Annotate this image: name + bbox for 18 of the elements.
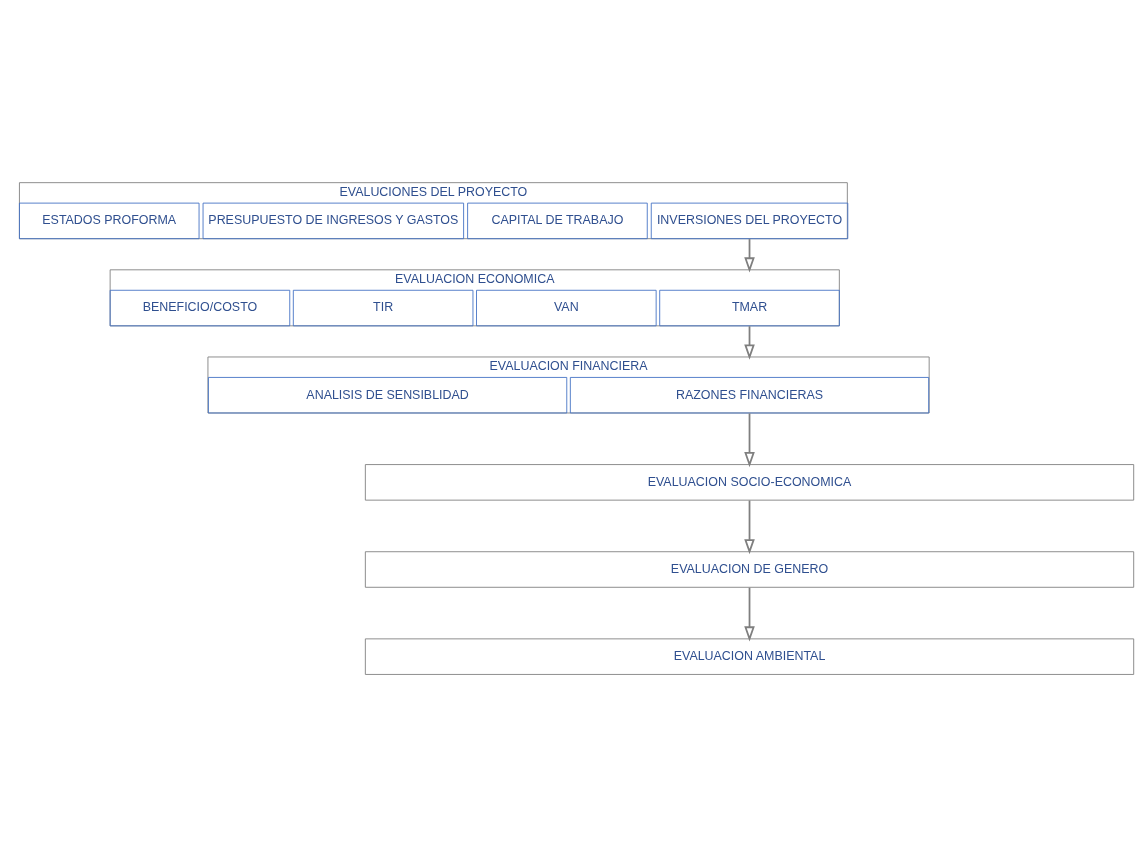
node-box: EVALUACION SOCIO-ECONOMICA [364, 464, 1135, 501]
arrow [744, 586, 755, 642]
node-box: TIR [292, 289, 474, 327]
node-box: EVALUACION DE GENERO [364, 551, 1135, 588]
node-box: ANALISIS DE SENSIBLIDAD [207, 376, 568, 414]
node-box: ESTADOS PROFORMA [18, 202, 200, 240]
arrow [744, 238, 755, 273]
arrow [744, 325, 755, 360]
node-box: BENEFICIO/COSTO [109, 289, 291, 327]
node-box: CAPITAL DE TRABAJO [467, 202, 648, 240]
node-box: VAN [476, 289, 657, 327]
node-box: INVERSIONES DEL PROYECTO [650, 202, 849, 240]
arrow [744, 412, 755, 468]
node-box: PRESUPUESTO DE INGRESOS Y GASTOS [202, 202, 465, 240]
node-box: EVALUACION AMBIENTAL [364, 638, 1135, 675]
arrow [744, 499, 755, 555]
node-box: RAZONES FINANCIERAS [569, 376, 930, 414]
node-box: TMAR [659, 289, 840, 327]
